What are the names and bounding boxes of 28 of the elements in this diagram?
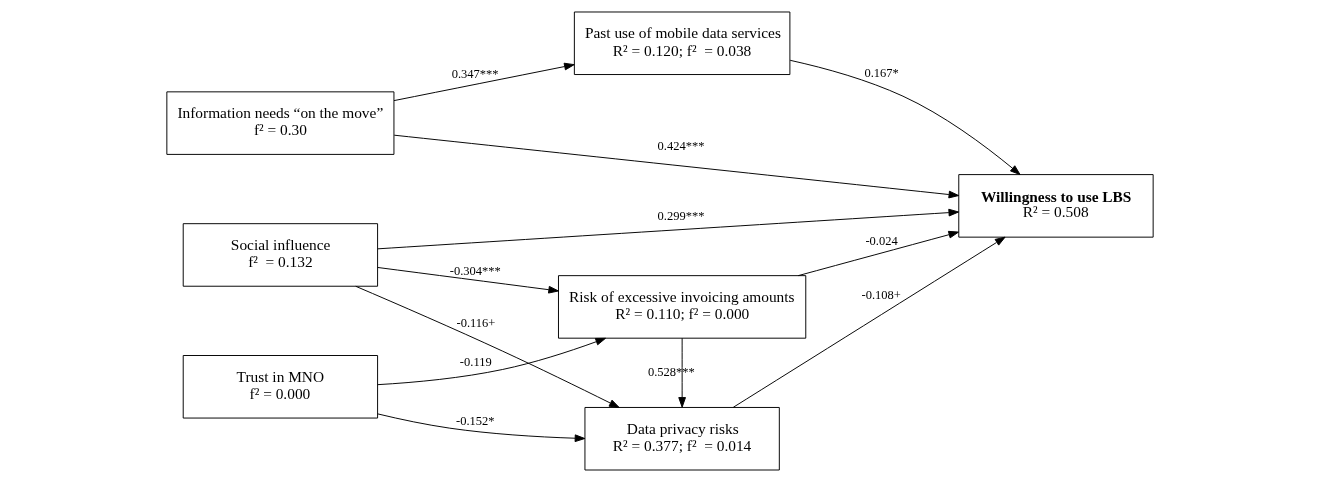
edge-label: 0.299*** xyxy=(657,208,704,223)
arrow xyxy=(677,337,686,408)
edge-label: -0.304*** xyxy=(449,263,501,278)
arrow xyxy=(789,59,1020,175)
arrow xyxy=(393,62,575,102)
arrow xyxy=(376,337,606,386)
arrow xyxy=(354,285,620,408)
edge-label: -0.152* xyxy=(455,413,495,428)
node-box: Trust in MNO f² = 0.000 xyxy=(182,355,378,419)
edge-label: -0.024 xyxy=(864,233,898,248)
arrow xyxy=(797,230,959,277)
node-box: Data privacy risks R² = 0.377; f² = 0.014 xyxy=(583,407,780,471)
arrow xyxy=(732,236,1005,408)
node-box: Past use of mobile data services R² = 0.120; f² = 0.038 xyxy=(573,11,790,75)
node-box: Willingness to use LBS R² = 0.508 xyxy=(957,174,1154,238)
node-box: Information needs “on the move” f² = 0.30 xyxy=(165,91,394,155)
edge-label: 0.167* xyxy=(863,66,899,81)
edge-label: 0.424*** xyxy=(657,139,704,154)
edge-label: -0.116+ xyxy=(455,315,495,330)
node-box: Social influence f² = 0.132 xyxy=(182,223,378,287)
arrow xyxy=(376,208,959,250)
edge-label: -0.108+ xyxy=(861,287,901,302)
arrow xyxy=(393,134,959,199)
arrow xyxy=(376,413,585,443)
edge-label: 0.347*** xyxy=(451,67,499,82)
arrow xyxy=(376,266,559,294)
edge-label: -0.119 xyxy=(459,355,492,369)
node-box: Risk of excessive invoicing amounts R² = 0.110; f² = 0.000 xyxy=(557,275,806,339)
